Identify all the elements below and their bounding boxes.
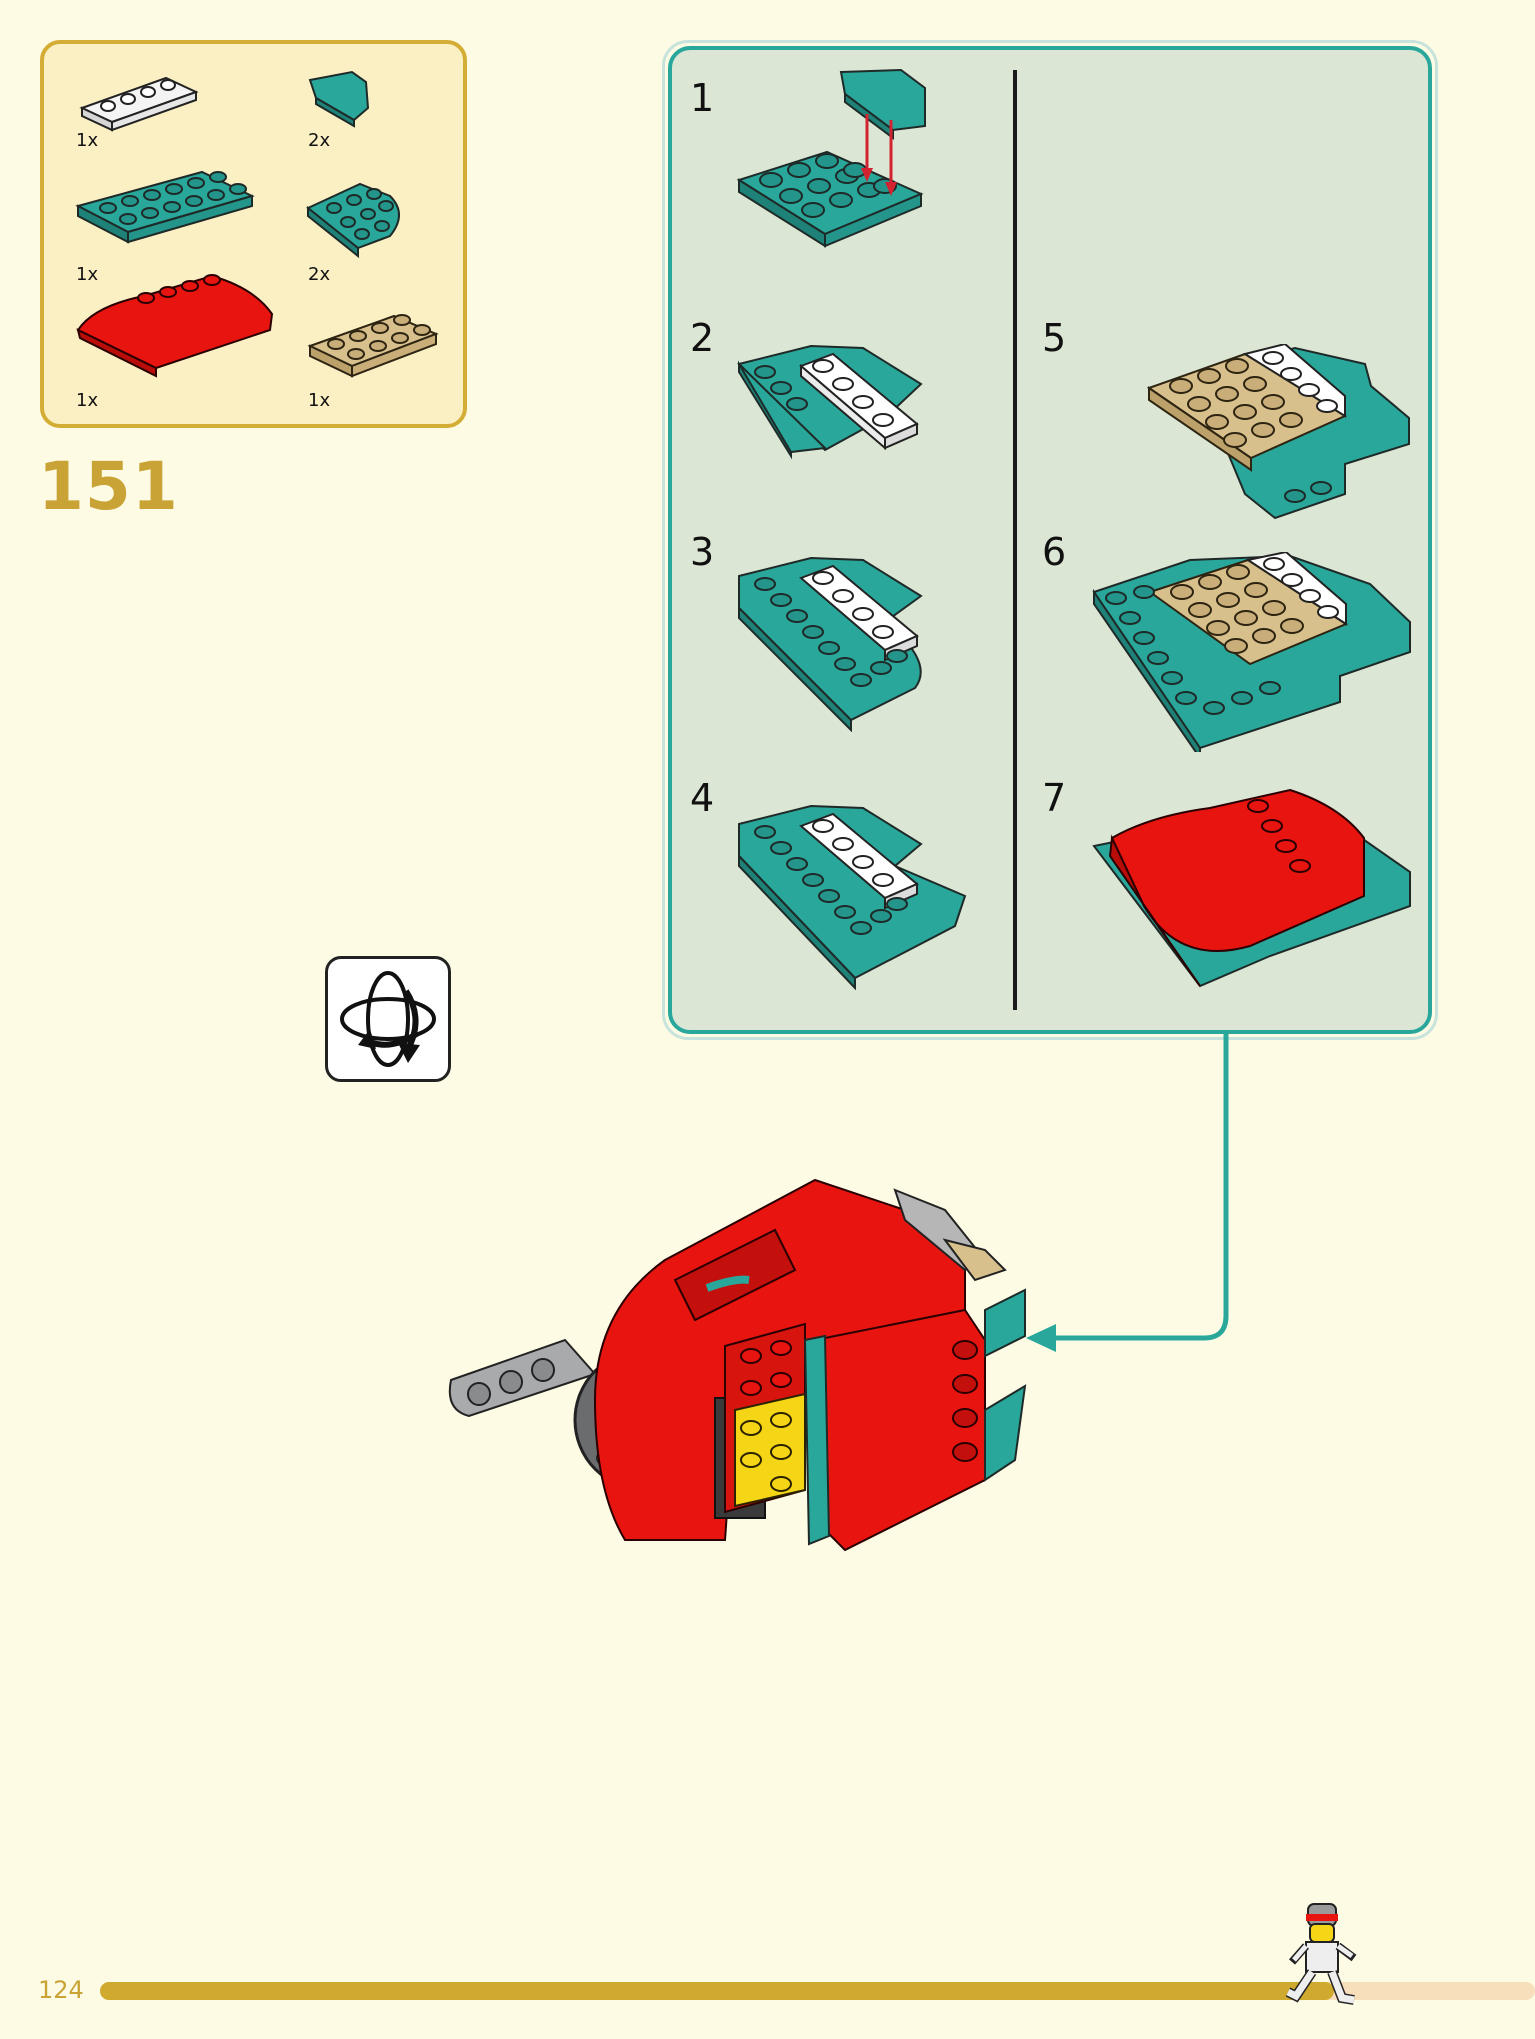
part-red-wedge xyxy=(76,274,274,378)
part-qty: 1x xyxy=(308,390,331,411)
substep-number: 5 xyxy=(1042,316,1067,360)
substep-1-illustration xyxy=(736,68,926,248)
part-qty: 1x xyxy=(76,130,99,151)
part-qty: 2x xyxy=(308,130,331,151)
substep-6-illustration xyxy=(1092,552,1411,752)
page-number: 124 xyxy=(38,1976,84,2004)
substep-7-illustration xyxy=(1092,788,1411,988)
substep-5-illustration xyxy=(1146,344,1410,520)
callout-connector-arrow xyxy=(1026,1032,1229,1352)
substep-number: 6 xyxy=(1042,530,1067,574)
part-white-plate xyxy=(79,76,199,132)
progress-fill xyxy=(100,1982,1335,2000)
rotate-model-icon xyxy=(325,956,451,1082)
substep-3-illustration xyxy=(738,556,923,732)
substep-2-illustration xyxy=(737,344,923,460)
substep-number: 2 xyxy=(690,316,715,360)
substep-number: 3 xyxy=(690,530,715,574)
parts-list: 1x 2x 1x 2x 1x xyxy=(40,40,467,428)
part-qty: 2x xyxy=(308,264,331,285)
substep-number: 1 xyxy=(690,76,715,120)
part-qty: 1x xyxy=(76,390,99,411)
main-model-illustration xyxy=(448,1178,1027,1552)
callout-divider xyxy=(1013,70,1017,1010)
part-teal-corner xyxy=(306,182,400,259)
part-teal-plate xyxy=(75,170,255,244)
substep-number: 4 xyxy=(690,776,715,820)
part-qty: 1x xyxy=(76,264,99,285)
part-teal-wing xyxy=(308,70,370,128)
substep-4-illustration xyxy=(738,804,967,990)
step-number: 151 xyxy=(38,448,179,525)
callout-outline xyxy=(662,40,1438,1040)
minifigure-runner-icon xyxy=(1285,1903,1357,2005)
substep-number: 7 xyxy=(1042,776,1067,820)
part-tan-plate xyxy=(307,314,439,378)
